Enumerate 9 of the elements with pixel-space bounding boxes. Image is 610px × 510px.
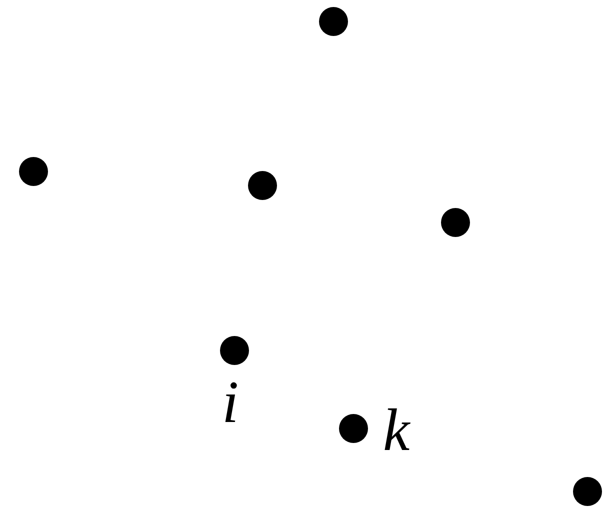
dot <box>338 414 368 442</box>
dot <box>248 170 276 200</box>
dot <box>18 156 48 186</box>
dot <box>440 208 470 236</box>
dot <box>220 336 248 364</box>
dot <box>572 476 602 506</box>
point-label: i <box>222 372 239 432</box>
point-label: k <box>383 400 410 460</box>
dot <box>318 6 348 36</box>
